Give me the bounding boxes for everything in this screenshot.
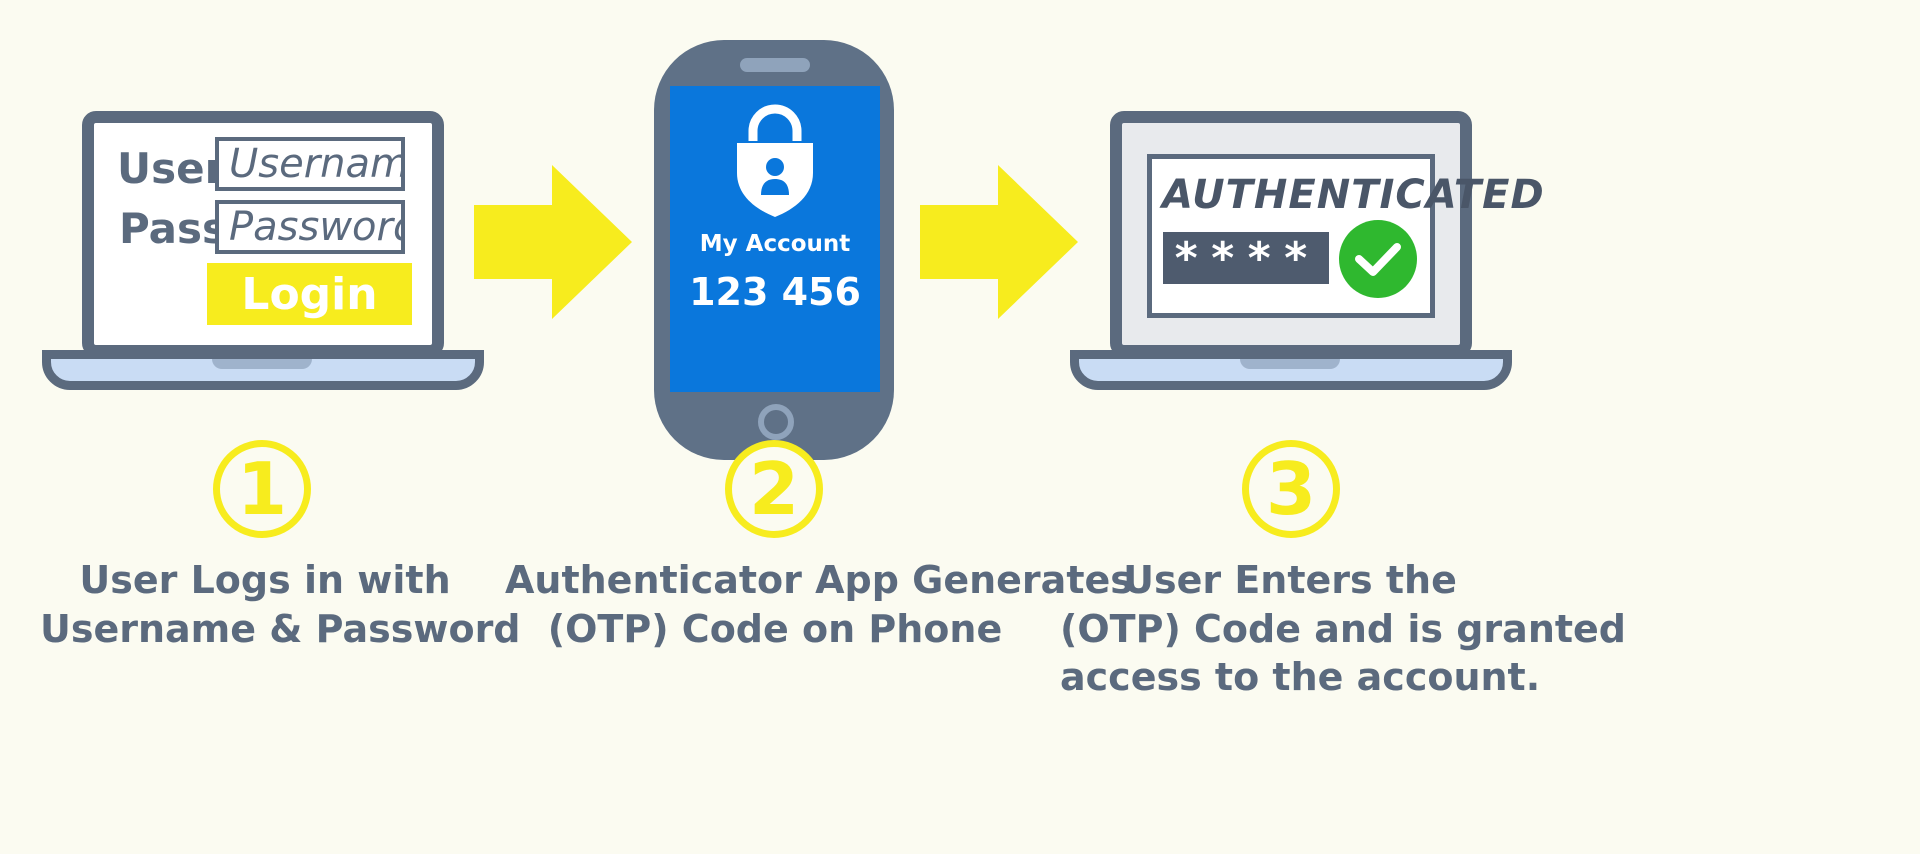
- step-2-caption: Authenticator App Generates (OTP) Code o…: [505, 556, 1133, 653]
- login-button[interactable]: Login: [207, 263, 412, 325]
- phone-screen: [670, 86, 880, 392]
- user-silhouette-icon: [761, 158, 789, 195]
- password-field[interactable]: Password: [215, 200, 405, 254]
- step-2-number: 2: [725, 440, 823, 538]
- arrow-right-icon: [474, 165, 632, 319]
- otp-code: 123 456: [689, 270, 861, 314]
- step-2-caption-line-1: Authenticator App Generates: [505, 558, 1133, 602]
- step-3-caption-line-2: (OTP) Code and is granted: [1060, 606, 1627, 651]
- laptop-3-notch: [1240, 359, 1340, 369]
- authenticated-status: AUTHENTICATED: [1162, 172, 1545, 218]
- step-3-number: 3: [1242, 440, 1340, 538]
- masked-otp-field[interactable]: ****: [1163, 232, 1329, 284]
- lock-shield-icon: [737, 104, 813, 217]
- account-label: My Account: [699, 231, 851, 257]
- user-label: User: [117, 144, 226, 193]
- pass-label: Pass: [119, 204, 227, 253]
- step-1-number: 1: [213, 440, 311, 538]
- username-field[interactable]: Username: [215, 137, 405, 191]
- step-3-caption: User Enters the (OTP) Code and is grante…: [1060, 556, 1627, 702]
- phone-speaker: [740, 58, 810, 72]
- step-2-caption-line-2: (OTP) Code on Phone: [547, 606, 1003, 651]
- step-1-caption: User Logs in with Username & Password: [40, 556, 521, 653]
- phone-home-button[interactable]: [758, 404, 794, 440]
- laptop-3-base: [1070, 350, 1512, 390]
- laptop-1-notch: [212, 359, 312, 369]
- step-3-caption-line-3: access to the account.: [1060, 655, 1541, 700]
- arrow-right-icon: [920, 165, 1078, 319]
- step-1-caption-line-2: Username & Password: [40, 606, 521, 651]
- checkmark-icon: [1339, 220, 1417, 298]
- laptop-1-base: [42, 350, 484, 390]
- step-1-caption-line-1: User Logs in with: [79, 558, 451, 602]
- step-3-caption-line-1: User Enters the: [1123, 558, 1457, 602]
